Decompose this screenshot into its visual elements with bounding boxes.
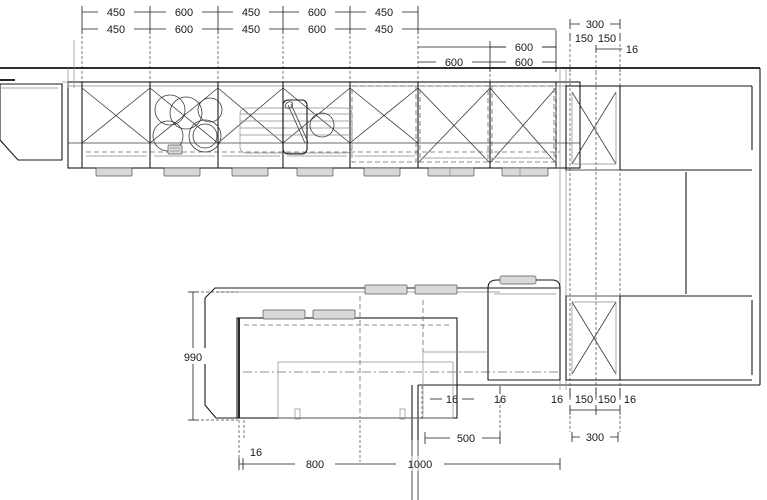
bottom-dimension-500: 500 [424,400,501,445]
dim-16-br-b: 16 [624,394,636,406]
right-vertical-run [565,85,753,381]
upper-cabinet-run [67,81,581,177]
dim-upper-right-2a: 600 [445,57,463,69]
lower-plan-island [204,275,561,420]
dim-top2-4: 600 [308,24,326,36]
dim-150-br-a: 150 [575,394,593,406]
dim-300-bottom: 300 [586,432,604,444]
dim-1000: 1000 [408,459,432,471]
dim-16-top: 16 [626,44,638,56]
cabinet-x-symbols [81,87,557,164]
drawer-lines [86,155,552,159]
dim-16-br-a: 16 [551,394,563,406]
misc-detail-lines [62,40,557,500]
dim-top2-1: 450 [107,24,125,36]
dim-150-top-b: 150 [598,33,616,45]
sink-unit [239,99,353,155]
dim-16-mid-a: 16 [446,394,458,406]
dim-top-2: 600 [175,7,193,19]
dim-990: 990 [184,352,202,364]
dim-150-br-b: 150 [598,394,616,406]
dim-16-mid-b: 16 [494,394,506,406]
cabinet-handles-upper [95,167,549,177]
dim-top-4: 600 [308,7,326,19]
bottom-dimension-16-left: 16 [238,420,262,462]
dim-top-3: 450 [242,7,260,19]
dim-500: 500 [457,433,475,445]
dimension-990: 990 [180,291,238,421]
dim-150-top-a: 150 [575,33,593,45]
dim-300-top: 300 [586,19,604,31]
upper-right-dimensions: 600 600 600 [418,30,557,72]
top-dimension-chain-row1: 450 600 450 600 450 [81,4,419,34]
dim-upper-right-2b: 600 [515,57,533,69]
dim-upper-right-1: 600 [515,42,533,54]
bottom-right-dimension-group: 16 150 150 16 300 [551,388,636,444]
dim-top-5: 450 [375,7,393,19]
left-corner-chamfer [0,83,63,161]
dim-top2-3: 450 [242,24,260,36]
cooktop [152,94,223,155]
dim-top2-5: 450 [375,24,393,36]
dim-16-bottom-left: 16 [250,447,262,459]
dim-800: 800 [306,459,324,471]
dim-top-1: 450 [107,7,125,19]
top-right-dimension-group: 300 150 150 16 [569,16,638,72]
bottom-dimension-chain: 800 1000 [238,420,561,471]
top-dimension-chain-row2: 450 600 450 600 450 [82,21,556,36]
dim-top2-2: 600 [175,24,193,36]
bottom-mid-16-labels: 16 16 [421,386,506,420]
